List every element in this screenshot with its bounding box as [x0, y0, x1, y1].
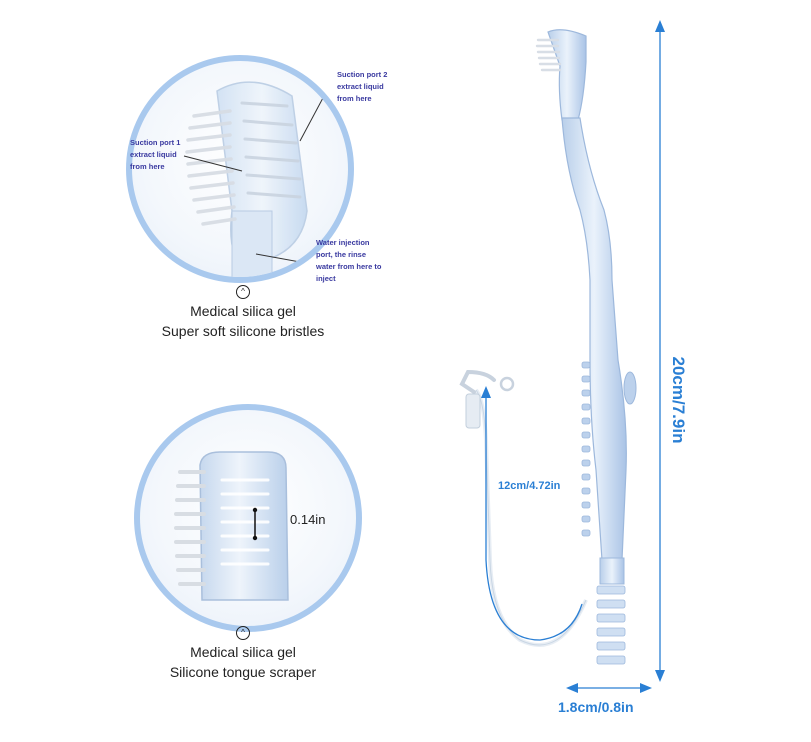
water-injection-line-3: water from here to	[316, 262, 382, 271]
scraper-measure-label: 0.14in	[290, 512, 326, 527]
caption-scraper-line-2: Silicone tongue scraper	[169, 664, 317, 680]
tube-length-label: 12cm/4.72in	[498, 480, 561, 492]
suction-port-1-line-1: Suction port 1	[130, 138, 181, 147]
scraper-head-illustration	[174, 451, 289, 601]
caption-bristles: Medical silica gel Super soft silicone b…	[130, 301, 356, 341]
chevron-up-icon: ^	[236, 285, 250, 299]
suction-port-2-line-3: from here	[337, 94, 372, 103]
water-injection-line-2: port, the rinse	[316, 250, 367, 259]
water-injection-line-1: Water injection	[316, 238, 370, 247]
suction-port-1-line-3: from here	[130, 162, 165, 171]
caption-bristles-line-1: Medical silica gel	[190, 303, 296, 319]
height-dimension-label: 20cm/7.9in	[669, 356, 688, 444]
chevron-up-icon: ^	[236, 626, 250, 640]
suction-port-2-line-1: Suction port 2	[337, 70, 388, 79]
water-injection-line-4: inject	[316, 274, 336, 283]
tongue-scraper-detail-circle	[134, 404, 362, 632]
width-dimension-label: 1.8cm/0.8in	[558, 699, 634, 715]
suction-port-1-line-2: extract liquid	[130, 150, 177, 159]
caption-scraper: Medical silica gel Silicone tongue scrap…	[130, 642, 356, 682]
suction-port-2-note: Suction port 2 extract liquid from here	[337, 69, 407, 105]
bristle-detail-circle	[126, 55, 354, 283]
suction-port-1-note: Suction port 1 extract liquid from here	[130, 137, 200, 173]
water-injection-note: Water injection port, the rinse water fr…	[316, 237, 406, 285]
bristle-head-illustration	[183, 80, 333, 277]
caption-bristles-line-2: Super soft silicone bristles	[161, 323, 325, 339]
suction-port-2-line-2: extract liquid	[337, 82, 384, 91]
caption-scraper-line-1: Medical silica gel	[190, 644, 296, 660]
